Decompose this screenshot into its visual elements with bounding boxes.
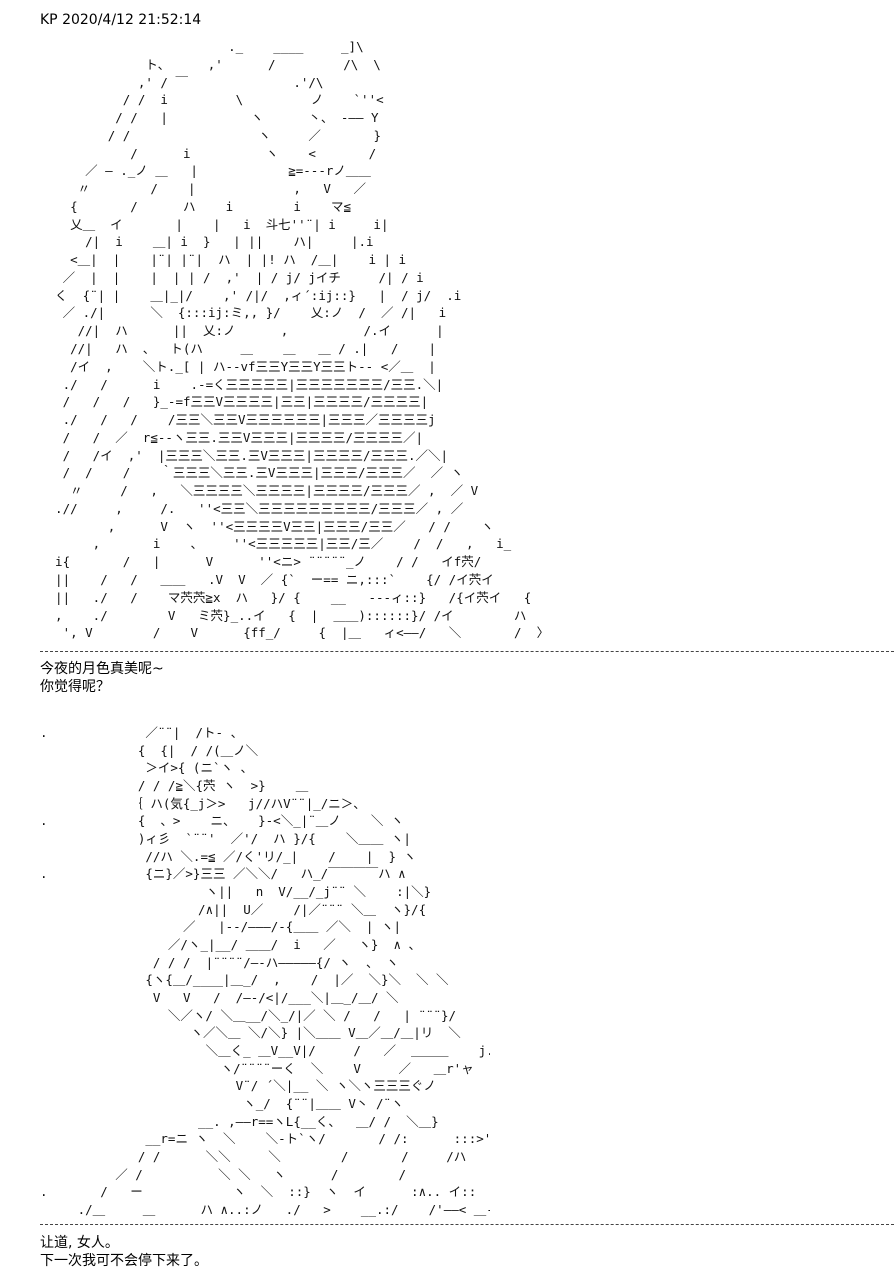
ascii-art-character-lower: . ／¨¨| /ト- 、 { {| / /(＿ノ＼ ＞イ>{ (ニ`ヽ 、 / … — [40, 725, 490, 1218]
post-header-timestamp: KP 2020/4/12 21:52:14 — [40, 12, 202, 28]
dialogue-line-question: 你觉得呢？ — [40, 679, 110, 695]
dialogue-line-warning: 下一次我可不会停下来了。 — [40, 1253, 208, 1269]
dialogue-line-moon: 今夜的月色真美呢~ — [40, 661, 164, 677]
dashed-divider-2 — [40, 1224, 894, 1225]
dialogue-block-1: 今夜的月色真美呢~ 你觉得呢？ — [40, 660, 164, 696]
dialogue-block-2: 让道, 女人。 下一次我可不会停下来了。 — [40, 1234, 208, 1270]
dialogue-line-make-way: 让道, 女人。 — [40, 1235, 119, 1251]
dashed-divider-1 — [40, 651, 894, 652]
ascii-art-character-upper: ._ ____ _]\ ト、 ,' / /\ \ ,' / ￣ .'/\ / /… — [55, 39, 550, 641]
